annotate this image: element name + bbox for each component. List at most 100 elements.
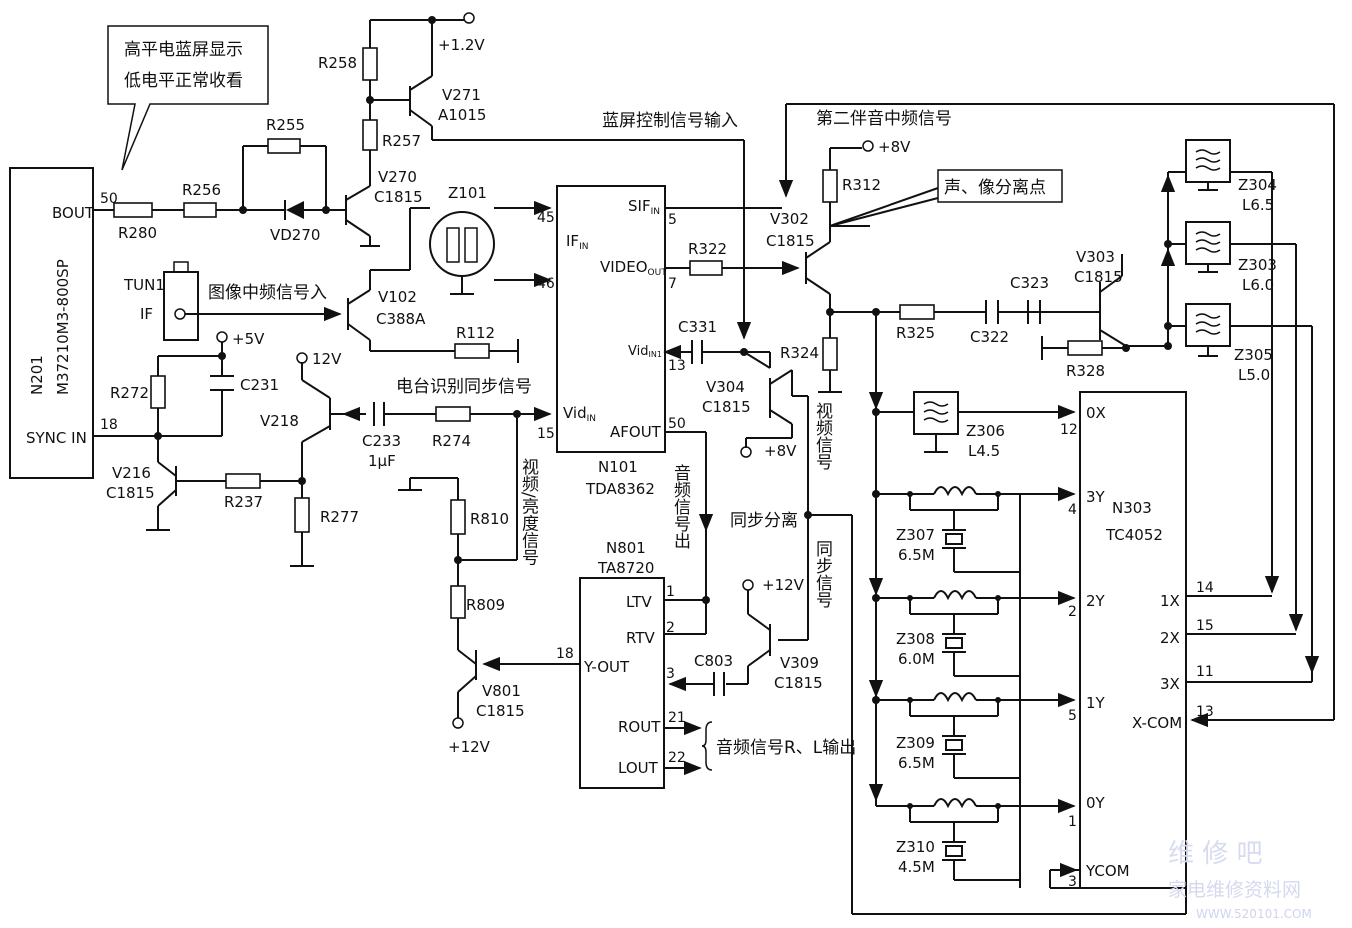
filter-z305 <box>1185 303 1231 357</box>
n101-vidout-label: VIDEOOUT <box>600 258 667 278</box>
n101-pin-15: 15 <box>537 426 555 442</box>
n303-0y-label: 0Y <box>1086 794 1106 812</box>
r274-label: R274 <box>432 432 471 450</box>
resistor-r258 <box>362 47 378 81</box>
terminal <box>463 12 475 24</box>
n303-0x-label: 0X <box>1086 404 1106 422</box>
n303-pin-11: 11 <box>1196 664 1214 680</box>
chip-n801 <box>579 577 665 789</box>
annot-blue-ctrl: 蓝屏控制信号输入 <box>602 111 738 131</box>
z307-name: Z307 <box>896 526 935 544</box>
n303-pin-14: 14 <box>1196 580 1214 596</box>
filter-z303 <box>1185 221 1231 273</box>
n303-pin-3: 3 <box>1068 874 1077 890</box>
n801-name: N801 <box>606 539 646 557</box>
annot-video-sig: 视频信号 <box>812 402 833 471</box>
annot-sync-sig: 同步信号 <box>812 540 833 609</box>
node <box>1164 342 1172 350</box>
node <box>826 308 834 316</box>
node <box>154 432 162 440</box>
z303-val: L6.0 <box>1242 276 1274 294</box>
n201-bout-label: BOUT <box>52 204 95 222</box>
tun-if-label: IF <box>140 305 153 323</box>
n101-pin-5: 5 <box>668 212 677 228</box>
n201-sync-label: SYNC IN <box>26 429 87 447</box>
resistor-r257 <box>362 119 378 151</box>
node <box>995 803 1001 809</box>
v271-name: V271 <box>442 86 481 104</box>
terminal <box>740 446 752 458</box>
n303-pin-13: 13 <box>1196 704 1214 720</box>
supply-12v-v801: +12V <box>448 738 491 756</box>
node <box>995 491 1001 497</box>
n303-pin-15: 15 <box>1196 618 1214 634</box>
z309-name: Z309 <box>896 734 935 752</box>
r257-label: R257 <box>382 132 421 150</box>
resistor-r325 <box>899 304 935 320</box>
n801-part: TA8720 <box>597 559 654 577</box>
tuner-tab <box>173 261 189 273</box>
n101-pin-7: 7 <box>668 276 677 292</box>
node <box>1164 322 1172 330</box>
resistor-r328 <box>1067 340 1103 356</box>
resistor-r324 <box>822 337 838 371</box>
c322-label: C322 <box>970 328 1009 346</box>
node <box>907 803 913 809</box>
r810-label: R810 <box>470 510 509 528</box>
node <box>995 595 1001 601</box>
n801-pin-22: 22 <box>668 750 686 766</box>
chip-n303 <box>1079 391 1187 889</box>
r258-label: R258 <box>318 54 357 72</box>
node <box>239 206 247 214</box>
supply-12v-v309: +12V <box>762 576 805 594</box>
n201-sync-pin: 18 <box>100 417 118 433</box>
supply-12v: 12V <box>312 350 342 368</box>
wires-n101-right <box>664 207 800 635</box>
node <box>1164 240 1172 248</box>
r312-label: R312 <box>842 176 881 194</box>
diode-vd270 <box>284 200 304 220</box>
v304-part: C1815 <box>702 398 751 416</box>
tuner-tun1 <box>163 271 199 341</box>
n101-vidin1-label: VidIN1 <box>628 344 662 359</box>
resistor-r810 <box>450 499 466 535</box>
n201-bout-pin: 50 <box>100 191 118 207</box>
resistor-r256 <box>183 202 217 218</box>
n303-pin-1: 1 <box>1068 814 1077 830</box>
n801-rout-label: ROUT <box>618 718 661 736</box>
sound-sep-pointer-2 <box>829 197 939 227</box>
n303-3y-label: 3Y <box>1086 488 1106 506</box>
n303-pin-5: 5 <box>1068 708 1077 724</box>
resistor-r280 <box>113 202 153 218</box>
v801-part: C1815 <box>476 702 525 720</box>
n303-1y-label: 1Y <box>1086 694 1106 712</box>
c323-label: C323 <box>1010 274 1049 292</box>
v309-name: V309 <box>780 654 819 672</box>
sound-sep-pointer-1 <box>829 187 939 227</box>
node <box>298 477 306 485</box>
v270-name: V270 <box>378 168 417 186</box>
filter-z101 <box>429 211 495 295</box>
terminal <box>862 140 874 152</box>
n801-pin-1: 1 <box>666 584 675 600</box>
callout-line-1: 高平电蓝屏显示 <box>124 40 243 60</box>
annot-second-sound: 第二伴音中频信号 <box>816 109 952 129</box>
v271-part: A1015 <box>438 106 486 124</box>
v309-part: C1815 <box>774 674 823 692</box>
r255-label: R255 <box>266 116 305 134</box>
v216-name: V216 <box>112 464 151 482</box>
node <box>366 96 374 104</box>
r256-label: R256 <box>182 181 221 199</box>
wires-audio-rl <box>664 720 702 776</box>
annot-audio-out: 音频信号出 <box>670 464 691 549</box>
v801-name: V801 <box>482 682 521 700</box>
z306-val: L4.5 <box>968 442 1000 460</box>
z305-name: Z305 <box>1234 346 1273 364</box>
z101-label: Z101 <box>448 184 487 202</box>
n201-part: M37210M3-800SP <box>54 259 72 395</box>
c331-label: C331 <box>678 318 717 336</box>
node <box>995 697 1001 703</box>
node <box>428 16 436 24</box>
z308-val: 6.0M <box>898 650 935 668</box>
n101-name: N101 <box>598 458 638 476</box>
